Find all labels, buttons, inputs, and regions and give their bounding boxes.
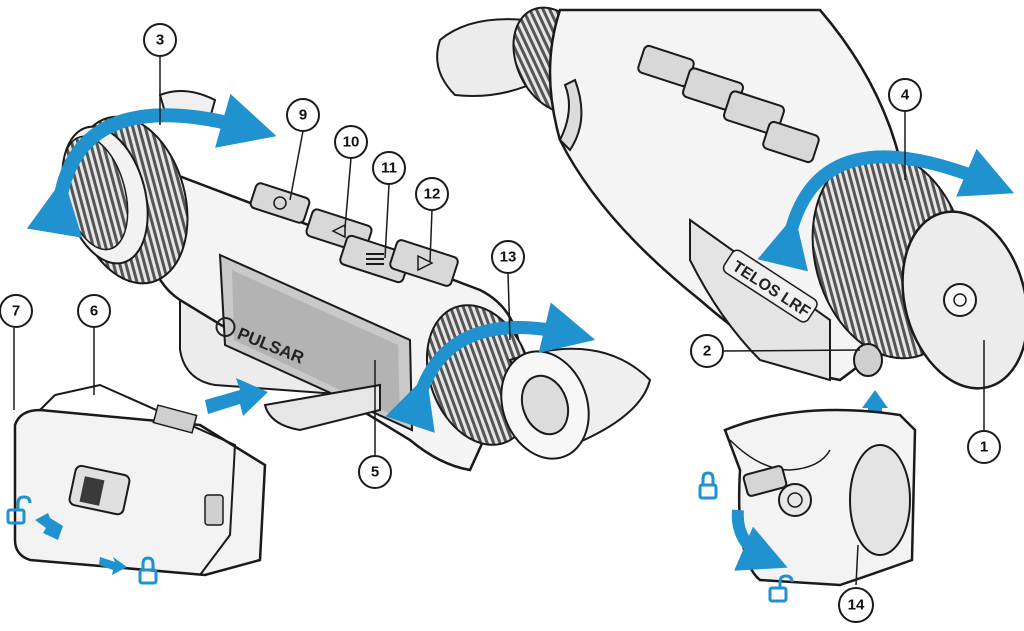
lock-closed-icon	[698, 471, 718, 500]
button-up[interactable]	[389, 239, 459, 287]
callout-12: 12	[415, 177, 449, 211]
svg-text:4: 4	[901, 87, 910, 104]
svg-text:9: 9	[299, 107, 307, 124]
battery-lock-indicator	[99, 556, 158, 585]
cap-lock-indicator	[698, 471, 718, 500]
callout-3: 3	[143, 23, 177, 57]
left-device: PULSAR	[26, 90, 652, 472]
lock-open-icon	[768, 574, 794, 603]
callout-14: 14	[838, 587, 874, 623]
right-lens-rotate-arrow	[757, 148, 1015, 272]
diopter-rotate-arrow	[385, 302, 596, 433]
svg-text:1: 1	[980, 439, 988, 456]
svg-text:5: 5	[371, 464, 379, 481]
callout-9: 9	[286, 98, 320, 132]
right-device-body	[548, 8, 902, 382]
svg-text:6: 6	[90, 303, 98, 320]
cap-latch[interactable]	[742, 465, 812, 517]
battery-insert-arrow	[205, 378, 268, 416]
svg-text:12: 12	[424, 186, 441, 203]
svg-text:7: 7	[12, 303, 20, 320]
svg-text:14: 14	[848, 597, 865, 614]
callout-7: 7	[0, 294, 33, 328]
lens-cap-holder[interactable]	[723, 408, 917, 587]
right-device: TELOS LRF	[436, 6, 1024, 430]
lock-closed-icon	[138, 556, 158, 585]
callout-2: 2	[690, 334, 724, 368]
battery-latch-slider[interactable]	[68, 464, 131, 516]
callout-13: 13	[491, 240, 525, 274]
callout-10: 10	[334, 125, 368, 159]
callout-1: 1	[967, 430, 1001, 464]
callout-6: 6	[77, 294, 111, 328]
lock-open-icon	[6, 495, 32, 525]
lens-rotate-arrow	[26, 93, 277, 238]
battery-pack[interactable]	[13, 383, 267, 577]
svg-text:11: 11	[381, 160, 397, 177]
svg-text:3: 3	[156, 32, 164, 49]
eyecup[interactable]	[487, 339, 652, 471]
cap-unlock-indicator	[768, 574, 794, 603]
cap-open-arrow	[731, 509, 788, 571]
leader-lines	[13, 57, 985, 586]
svg-text:13: 13	[500, 249, 517, 266]
callout-5: 5	[358, 455, 392, 489]
callout-11: 11	[372, 151, 406, 185]
svg-text:2: 2	[703, 343, 711, 360]
battery-unlock-indicator	[6, 495, 63, 540]
svg-text:10: 10	[343, 134, 360, 151]
lrf-port	[853, 343, 883, 377]
callout-4: 4	[888, 78, 922, 112]
